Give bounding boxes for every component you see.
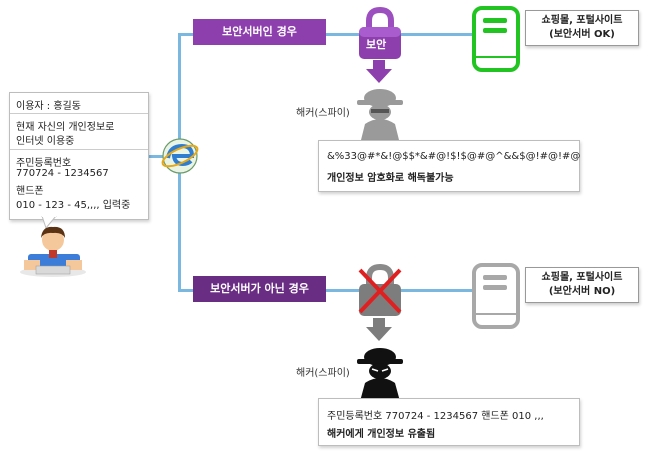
encrypted-text: &%33@#*&!@$$*&#@!$!$@#@^&&$@!#@!#@ — [327, 151, 581, 162]
secure-arrow-down-icon — [366, 60, 392, 83]
red-cross-icon — [358, 268, 402, 314]
insecure-result-box: 주민등록번호 770724 - 1234567 핸드폰 010 ,,, 해커에게… — [318, 398, 580, 446]
insecure-arrow-down-icon — [366, 318, 392, 341]
connector-bottom-horizontal — [178, 289, 478, 292]
secure-server-line2: (보안서버 OK) — [549, 29, 615, 40]
user-name-line: 이용자 : 홍길동 — [16, 101, 81, 112]
insecure-result-text: 해커에게 개인정보 유출됨 — [327, 429, 436, 440]
internet-explorer-icon — [161, 138, 199, 174]
user-status-line2: 인터넷 이용중 — [16, 136, 75, 147]
secure-server-box: 쇼핑몰, 포털사이트 (보안서버 OK) — [525, 10, 639, 46]
insecure-lock-icon — [359, 263, 401, 316]
field-rrn-label: 주민등록번호 — [16, 158, 72, 169]
user-info-box: 이용자 : 홍길동 현재 자신의 개인정보로 인터넷 이용중 주민등록번호 77… — [9, 92, 149, 220]
insecure-server-line1: 쇼핑몰, 포털사이트 — [541, 272, 623, 283]
field-phone-label: 핸드폰 — [16, 186, 44, 197]
insecure-server-banner: 보안서버가 아닌 경우 — [193, 276, 326, 302]
secure-server-icon — [472, 6, 520, 72]
insecure-server-box: 쇼핑몰, 포털사이트 (보안서버 NO) — [525, 267, 639, 303]
secure-hacker-label: 해커(스파이) — [296, 108, 350, 119]
user-status-line1: 현재 자신의 개인정보로 — [16, 122, 115, 133]
user-box-divider2 — [10, 149, 148, 150]
leaked-text: 주민등록번호 770724 - 1234567 핸드폰 010 ,,, — [327, 411, 544, 422]
insecure-server-icon — [472, 263, 520, 329]
secure-result-box: &%33@#*&!@$$*&#@!$!$@#@^&&$@!#@!#@ 개인정보 … — [318, 140, 580, 192]
field-rrn-value: 770724 - 1234567 — [16, 168, 109, 179]
secure-result-text: 개인정보 암호화로 해독불가능 — [327, 173, 454, 184]
user-box-divider — [10, 113, 148, 114]
secure-server-line1: 쇼핑몰, 포털사이트 — [541, 15, 623, 26]
field-phone-value: 010 - 123 - 45,,,, 입력중 — [16, 200, 131, 211]
insecure-hacker-label: 해커(스파이) — [296, 368, 350, 379]
secure-server-banner: 보안서버인 경우 — [193, 19, 326, 45]
connector-top-horizontal — [178, 33, 478, 36]
insecure-server-line2: (보안서버 NO) — [548, 286, 616, 297]
user-avatar-icon — [20, 226, 86, 277]
secure-lock-icon — [359, 6, 401, 59]
secure-lock-label: 보안 — [366, 38, 387, 51]
user-box-pointer — [41, 216, 57, 230]
